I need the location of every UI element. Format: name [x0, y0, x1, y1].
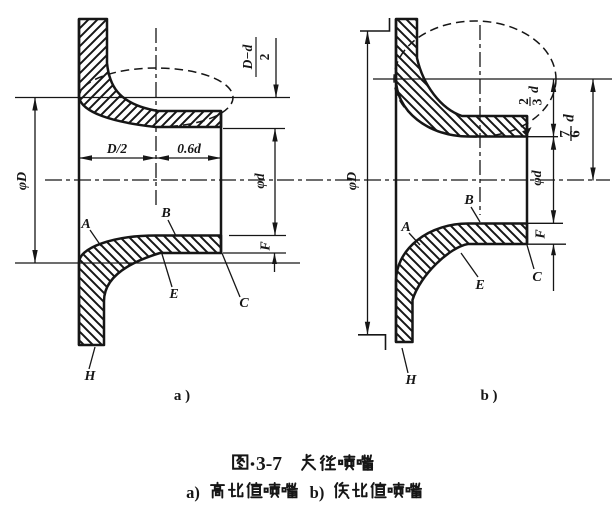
svg-text:H: H	[405, 373, 418, 388]
svg-text:d: d	[562, 114, 578, 122]
svg-text:0.6d: 0.6d	[177, 141, 201, 156]
svg-text:A: A	[400, 220, 410, 235]
svg-text:F: F	[259, 241, 274, 252]
svg-text:B: B	[463, 193, 473, 208]
svg-text:C: C	[239, 296, 249, 311]
svg-text:A: A	[80, 217, 90, 232]
svg-text:C: C	[532, 270, 542, 285]
svg-text:F: F	[534, 229, 549, 240]
svg-text:6: 6	[568, 130, 584, 138]
svg-text:D/2: D/2	[106, 141, 128, 156]
svg-text:b): b)	[310, 483, 325, 502]
svg-text:d: d	[526, 86, 541, 93]
svg-text:D−d: D−d	[240, 44, 255, 70]
svg-text:E: E	[168, 287, 178, 302]
svg-text:φD: φD	[345, 172, 360, 190]
svg-text:φd: φd	[253, 172, 268, 188]
svg-text:a): a)	[186, 483, 200, 502]
svg-text:B: B	[160, 206, 170, 221]
svg-text:E: E	[474, 278, 484, 293]
svg-text:φD: φD	[15, 172, 30, 190]
svg-text:2: 2	[516, 98, 531, 105]
svg-text:a ): a )	[174, 388, 190, 404]
svg-text:3: 3	[530, 98, 545, 105]
svg-text:H: H	[84, 369, 97, 384]
svg-text:3-7: 3-7	[256, 454, 282, 475]
svg-text:φd: φd	[530, 169, 545, 185]
svg-text:2: 2	[257, 53, 272, 60]
svg-text:b ): b )	[480, 388, 497, 404]
svg-text:7: 7	[558, 130, 574, 138]
